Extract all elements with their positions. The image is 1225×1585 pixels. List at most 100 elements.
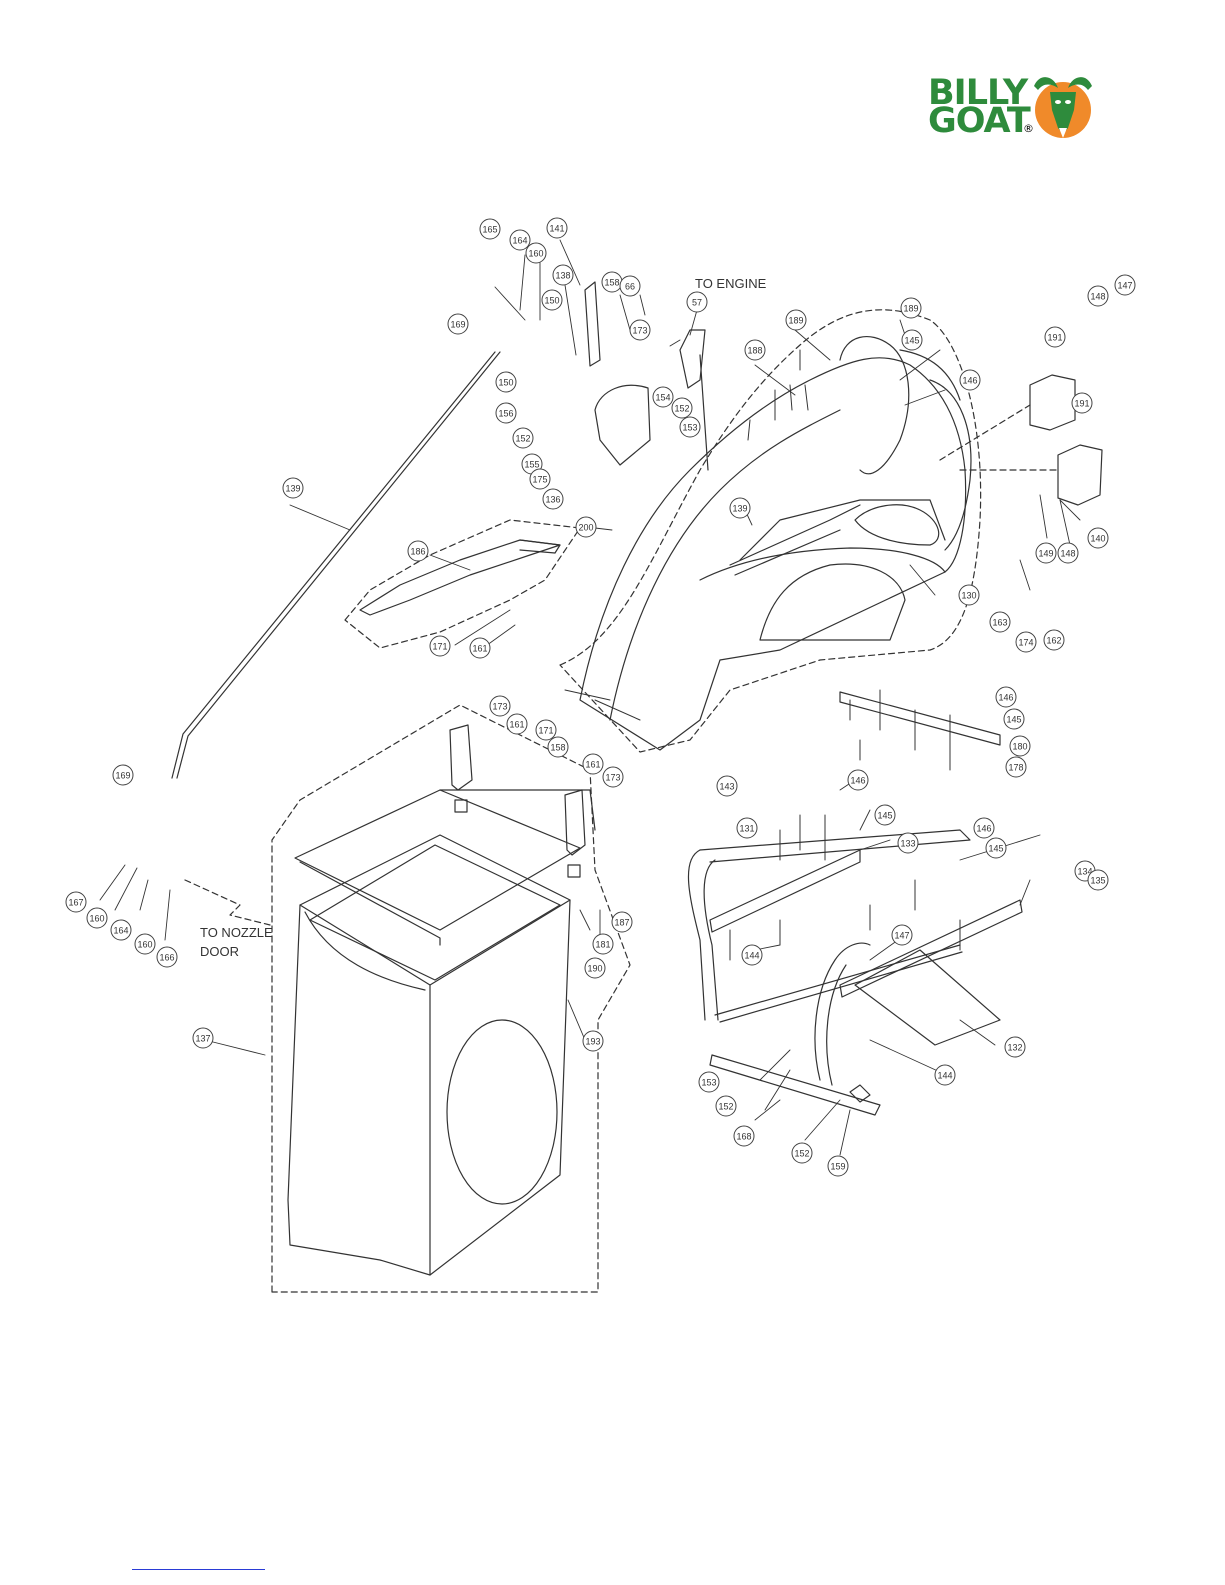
to-engine-label: TO ENGINE bbox=[695, 276, 767, 291]
callout-number: 161 bbox=[509, 720, 524, 730]
callout-number: 160 bbox=[89, 914, 104, 924]
callout-161: 161 bbox=[582, 753, 604, 775]
callout-number: 173 bbox=[605, 773, 620, 783]
callout-number: 145 bbox=[877, 811, 892, 821]
callout-number: 57 bbox=[692, 298, 702, 308]
callout-number: 158 bbox=[604, 278, 619, 288]
callout-159: 159 bbox=[827, 1155, 849, 1177]
callout-150: 150 bbox=[541, 289, 563, 311]
fastener-group bbox=[564, 349, 961, 961]
callout-number: 163 bbox=[992, 618, 1007, 628]
callout-number: 193 bbox=[585, 1037, 600, 1047]
callout-191: 191 bbox=[1044, 326, 1066, 348]
callout-number: 180 bbox=[1012, 742, 1027, 752]
callout-number: 188 bbox=[747, 346, 762, 356]
callout-146: 146 bbox=[959, 369, 981, 391]
callout-number: 144 bbox=[744, 951, 759, 961]
support-plate-135 bbox=[839, 899, 1023, 998]
callout-66: 66 bbox=[619, 275, 641, 297]
callout-number: 167 bbox=[68, 898, 83, 908]
leader-lines bbox=[99, 239, 1081, 1156]
callout-number: 153 bbox=[701, 1078, 716, 1088]
callout-number: 165 bbox=[482, 225, 497, 235]
callout-180: 180 bbox=[1009, 735, 1031, 757]
callout-number: 169 bbox=[450, 320, 465, 330]
callout-number: 169 bbox=[115, 771, 130, 781]
bracket-191-upper bbox=[1029, 374, 1076, 431]
callout-141: 141 bbox=[546, 217, 568, 239]
callout-number: 173 bbox=[632, 326, 647, 336]
callout-144: 144 bbox=[934, 1064, 956, 1086]
callout-169: 169 bbox=[112, 764, 134, 786]
to-nozzle-door-label-2: DOOR bbox=[200, 944, 239, 959]
callout-number: 160 bbox=[528, 249, 543, 259]
callout-number: 148 bbox=[1060, 549, 1075, 559]
callout-number: 191 bbox=[1074, 399, 1089, 409]
callout-149: 149 bbox=[1035, 542, 1057, 564]
callout-160: 160 bbox=[525, 242, 547, 264]
callout-168: 168 bbox=[733, 1125, 755, 1147]
support-plate-131 bbox=[709, 849, 861, 933]
callout-number: 164 bbox=[512, 236, 527, 246]
callout-number: 145 bbox=[1006, 715, 1021, 725]
callout-number: 200 bbox=[578, 523, 593, 533]
callout-number: 146 bbox=[850, 776, 865, 786]
callout-number: 168 bbox=[736, 1132, 751, 1142]
axle-bar-180 bbox=[839, 691, 1001, 746]
lever-gauge bbox=[594, 384, 651, 466]
callout-152: 152 bbox=[671, 397, 693, 419]
callout-189: 189 bbox=[785, 309, 807, 331]
callout-164: 164 bbox=[509, 229, 531, 251]
callout-number: 161 bbox=[472, 644, 487, 654]
callout-143: 143 bbox=[716, 775, 738, 797]
callout-148: 148 bbox=[1057, 542, 1079, 564]
callout-132: 132 bbox=[1004, 1036, 1026, 1058]
control-rod bbox=[171, 351, 496, 779]
callout-number: 146 bbox=[962, 376, 977, 386]
callout-number: 130 bbox=[961, 591, 976, 601]
callout-158: 158 bbox=[601, 271, 623, 293]
callout-number: 186 bbox=[410, 547, 425, 557]
callout-number: 162 bbox=[1046, 636, 1061, 646]
callout-171: 171 bbox=[429, 635, 451, 657]
callout-153: 153 bbox=[698, 1071, 720, 1093]
chute-dashed-outline bbox=[344, 519, 581, 649]
callout-number: 131 bbox=[739, 824, 754, 834]
callout-148: 148 bbox=[1087, 285, 1109, 307]
callout-178: 178 bbox=[1005, 756, 1027, 778]
callout-131: 131 bbox=[736, 817, 758, 839]
footer-link-underline[interactable] bbox=[132, 1569, 265, 1570]
callout-number: 181 bbox=[595, 940, 610, 950]
housing-body bbox=[579, 357, 967, 751]
callout-152: 152 bbox=[512, 427, 534, 449]
callout-number: 143 bbox=[719, 782, 734, 792]
bag-mesh-panel bbox=[446, 1019, 558, 1205]
callout-number: 141 bbox=[549, 224, 564, 234]
callout-173: 173 bbox=[629, 319, 651, 341]
callout-number: 140 bbox=[1090, 534, 1105, 544]
callout-number: 144 bbox=[937, 1071, 952, 1081]
callout-144: 144 bbox=[741, 944, 763, 966]
callout-169: 169 bbox=[447, 313, 469, 335]
callout-number: 160 bbox=[137, 940, 152, 950]
callout-146: 146 bbox=[973, 817, 995, 839]
callout-number: 152 bbox=[718, 1102, 733, 1112]
callout-188: 188 bbox=[744, 339, 766, 361]
callout-number: 153 bbox=[682, 423, 697, 433]
callout-number: 149 bbox=[1038, 549, 1053, 559]
callout-145: 145 bbox=[1003, 708, 1025, 730]
brand-line-2: GOAT bbox=[928, 101, 1031, 141]
callout-number: 189 bbox=[788, 316, 803, 326]
callout-163: 163 bbox=[989, 611, 1011, 633]
callout-number: 152 bbox=[674, 404, 689, 414]
callout-number: 150 bbox=[544, 296, 559, 306]
callout-number: 135 bbox=[1090, 876, 1105, 886]
callout-number: 145 bbox=[904, 336, 919, 346]
callout-number: 175 bbox=[532, 475, 547, 485]
callout-number: 164 bbox=[113, 926, 128, 936]
callout-136: 136 bbox=[542, 488, 564, 510]
callout-number: 174 bbox=[1018, 638, 1033, 648]
callout-133: 133 bbox=[897, 832, 919, 854]
callout-number: 145 bbox=[988, 844, 1003, 854]
